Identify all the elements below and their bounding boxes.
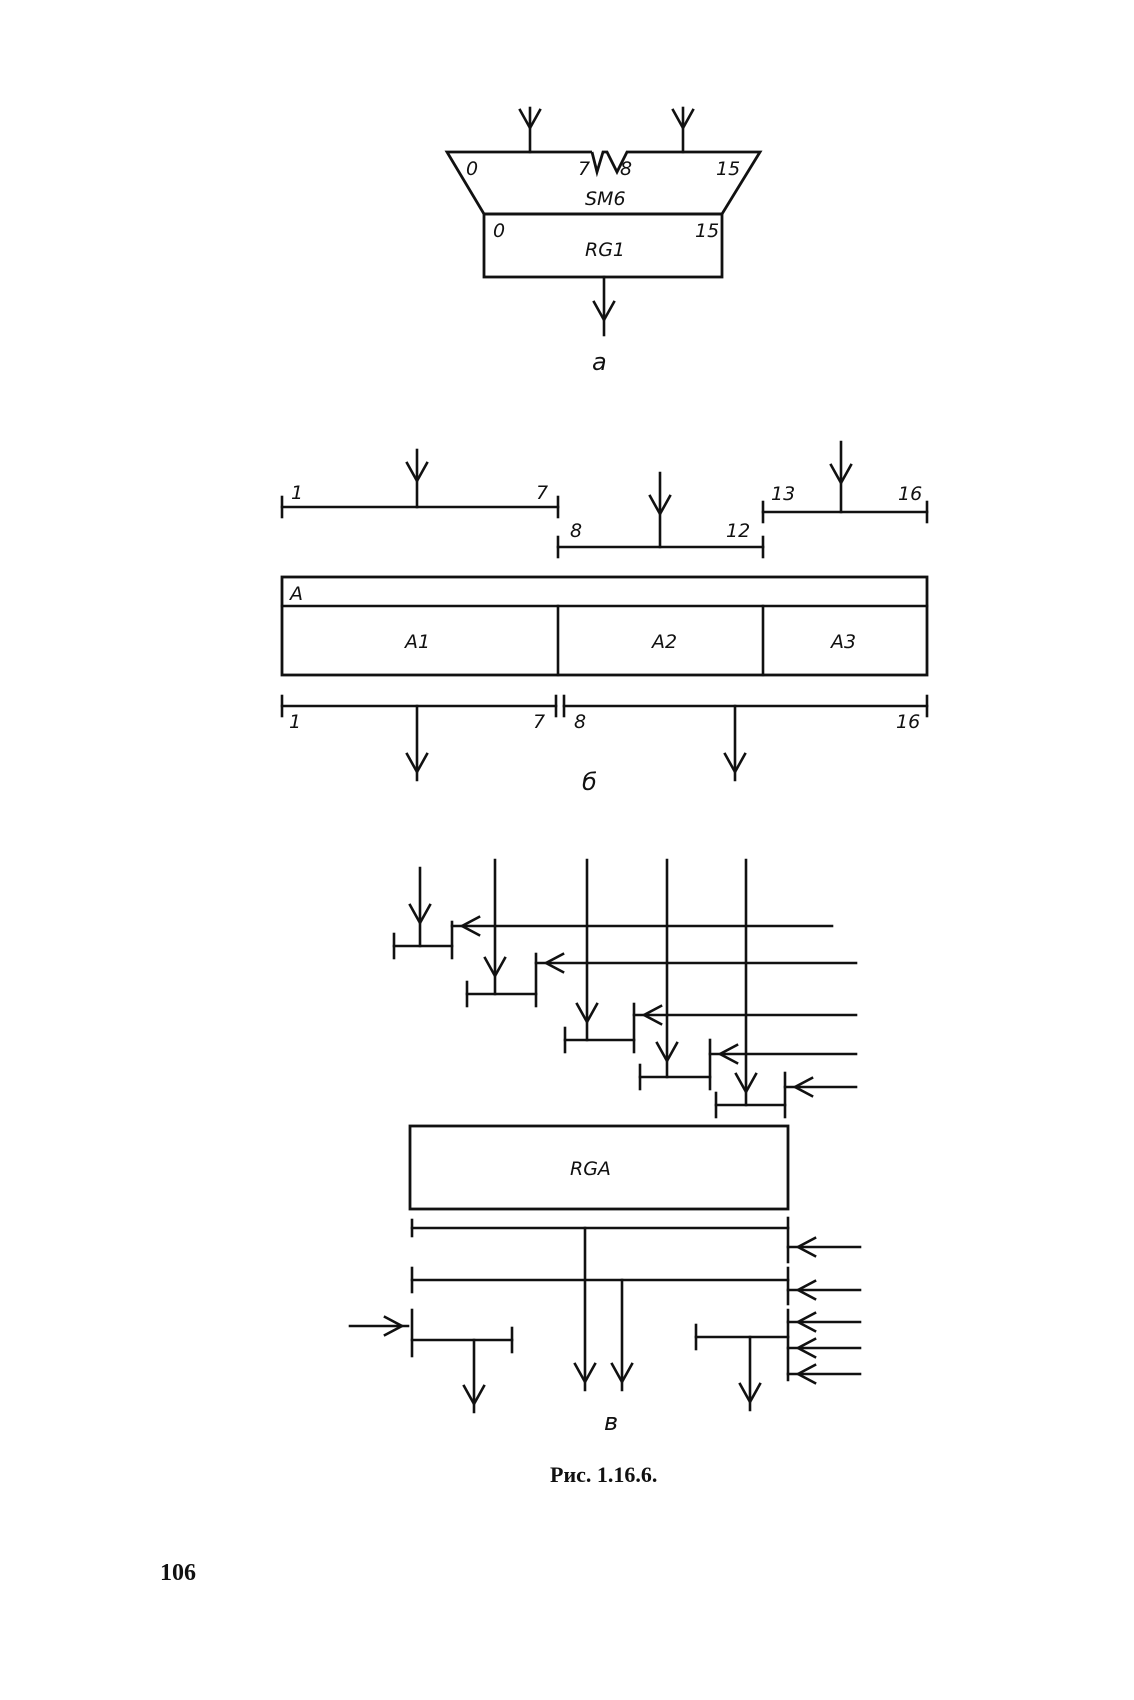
sublabel-c: в — [604, 1408, 618, 1436]
register-bit-0: 0 — [493, 220, 505, 242]
input-bus-group-3 — [563, 858, 858, 1054]
sublabel-b: б — [582, 768, 597, 796]
diagram-c: RGA — [348, 858, 862, 1436]
adder-input-arrow-left — [518, 106, 542, 154]
figure-caption: Рис. 1.16.6. — [550, 1462, 657, 1487]
input-bus-group-1 — [392, 866, 834, 960]
input-bus-13-16-end: 16 — [898, 483, 922, 505]
adder-bit-8: 8 — [620, 158, 632, 180]
output-bus-1-7 — [280, 694, 558, 782]
register-bit-15: 15 — [695, 220, 719, 242]
output-bus-8-16-start: 8 — [574, 711, 586, 733]
input-bus-1-7 — [280, 448, 560, 519]
input-bus-group-4 — [638, 858, 858, 1091]
field-a2: A2 — [650, 631, 677, 653]
register-a — [280, 575, 929, 677]
sublabel-a: a — [592, 348, 607, 376]
output-bus-1 — [410, 1216, 862, 1392]
output-bus-3 — [348, 1308, 514, 1414]
input-bus-group-2 — [465, 858, 858, 1008]
input-bus-8-12-end: 12 — [726, 520, 750, 542]
input-bus-13-16-start: 13 — [771, 483, 795, 505]
output-bus-2 — [410, 1266, 862, 1392]
adder-bit-15: 15 — [716, 158, 740, 180]
output-bus-1-7-start: 1 — [289, 711, 301, 733]
adder-bit-7: 7 — [578, 158, 590, 180]
register-rga — [408, 1124, 790, 1211]
input-bus-group-5 — [714, 858, 858, 1119]
adder-bit-0: 0 — [466, 158, 478, 180]
input-bus-13-16 — [761, 440, 929, 524]
field-a1: A1 — [403, 631, 430, 653]
input-bus-8-12-start: 8 — [570, 520, 582, 542]
output-bus-8-16 — [562, 694, 929, 782]
adder-name: SM6 — [585, 188, 626, 210]
register-rga-name: RGA — [570, 1158, 611, 1180]
output-bus-8-16-end: 16 — [896, 711, 920, 733]
input-bus-1-7-end: 7 — [536, 482, 548, 504]
register-output-arrow — [592, 275, 616, 337]
output-bus-4 — [694, 1308, 862, 1412]
input-bus-8-12 — [556, 471, 765, 559]
diagram-b: 1 7 8 12 13 16 A A1 A2 A3 — [280, 440, 929, 796]
page-number: 106 — [160, 1560, 196, 1586]
input-bus-1-7-start: 1 — [291, 482, 303, 504]
adder-input-arrow-right — [671, 106, 695, 154]
adder-outline — [444, 150, 763, 216]
field-a3: A3 — [829, 631, 856, 653]
register-a-name: A — [288, 583, 303, 605]
diagram-a: 0 7 8 15 SM6 0 15 RG1 a — [444, 106, 763, 376]
register-name: RG1 — [585, 239, 625, 261]
output-bus-1-7-end: 7 — [533, 711, 545, 733]
